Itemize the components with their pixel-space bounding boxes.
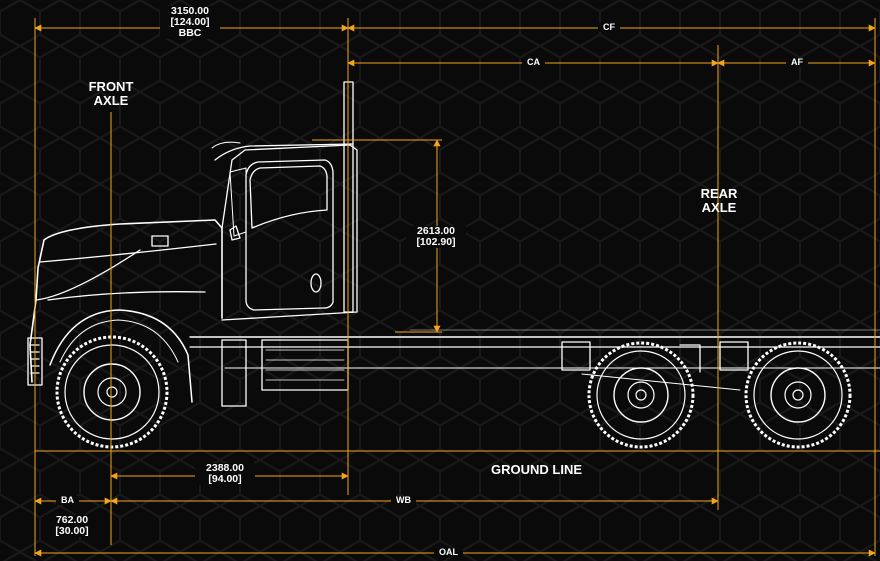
af-label: AF	[786, 57, 808, 68]
height-value-in: [102.90]	[416, 236, 456, 249]
ba-value-mm: 762.00	[55, 514, 89, 526]
bbc-name: BBC	[178, 27, 202, 40]
ba-value-in: [30.00]	[55, 525, 89, 538]
ba-value-label: 762.00 [30.00]	[44, 514, 100, 538]
rear-axle-label: REAR AXLE	[688, 187, 750, 214]
front-axle-line2: AXLE	[93, 92, 129, 108]
bbc-value-in: [124.00]	[170, 16, 210, 29]
axle-to-cab-value-in: [94.00]	[208, 473, 242, 486]
ba-label: BA	[56, 495, 79, 506]
ground-line-label: GROUND LINE	[491, 462, 582, 477]
ca-label: CA	[522, 57, 545, 68]
bbc-value-mm: 3150.00	[171, 5, 209, 17]
axle-to-cab-value-mm: 2388.00	[206, 462, 244, 474]
height-value-mm: 2613.00	[417, 225, 455, 237]
front-axle-line1: FRONT	[88, 79, 134, 94]
rear-wheel-aft	[744, 341, 852, 449]
axle-to-cab-label: 2388.00 [94.00]	[195, 462, 255, 486]
height-label: 2613.00 [102.90]	[406, 225, 466, 249]
rear-wheel-forward	[587, 341, 695, 449]
bbc-label: 3150.00 [124.00] BBC	[160, 5, 220, 40]
front-axle-label: FRONT AXLE	[78, 80, 144, 107]
cf-label: CF	[598, 22, 620, 33]
wb-label: WB	[391, 495, 416, 506]
rear-axle-line1: REAR	[700, 186, 738, 201]
oal-label: OAL	[434, 547, 463, 558]
front-wheel	[55, 335, 169, 449]
rear-axle-line2: AXLE	[701, 199, 737, 215]
